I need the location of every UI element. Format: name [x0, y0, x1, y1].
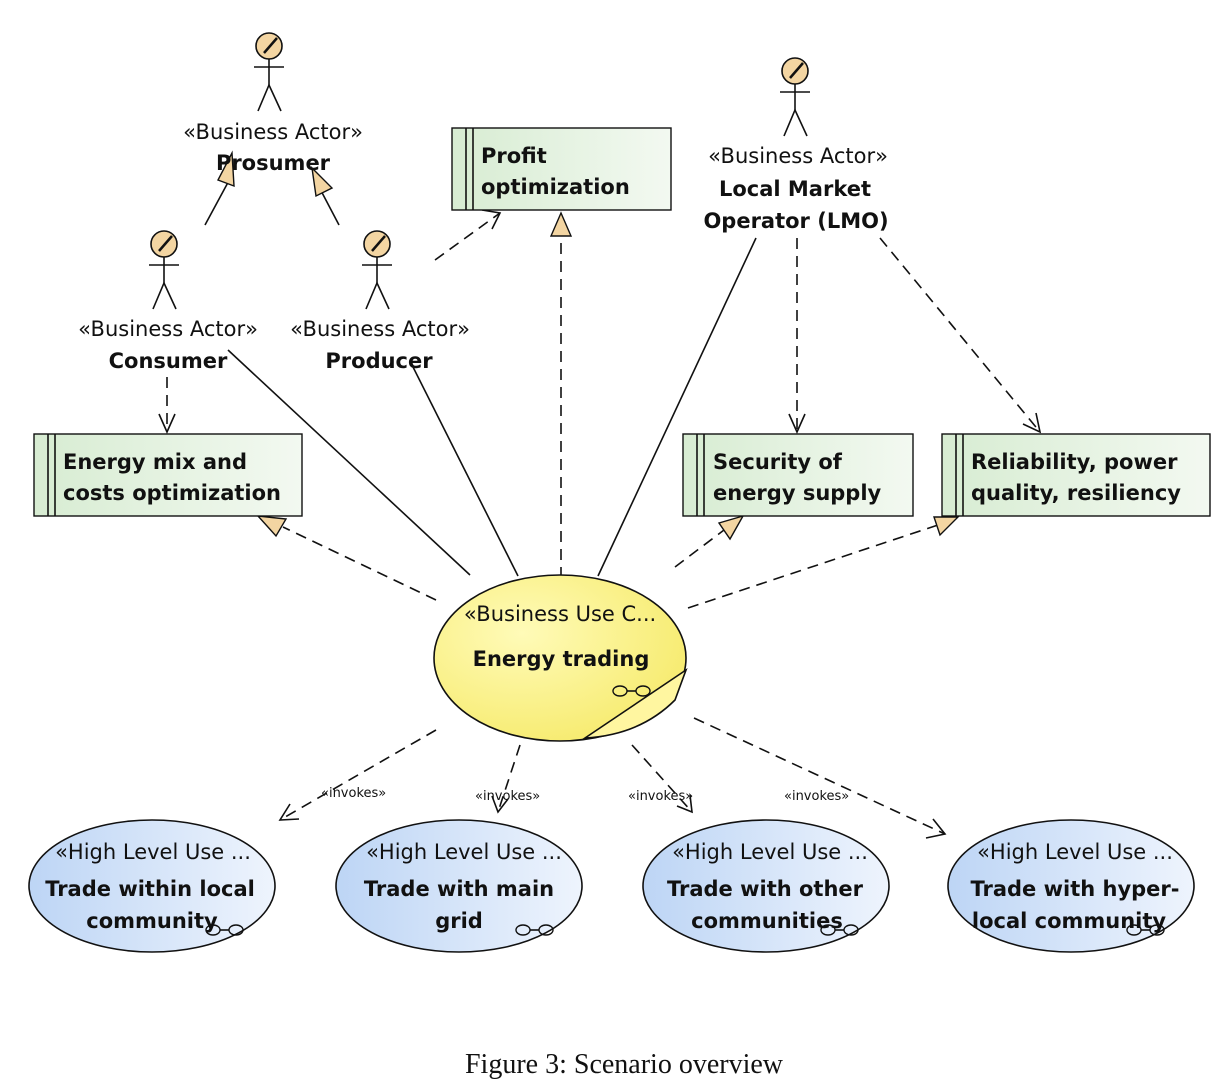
realization-trading-reliability [687, 524, 939, 609]
goal-text-line1: Energy mix and [63, 450, 247, 474]
stick-figure-icon [149, 230, 179, 310]
open-arrowhead-icon [1022, 412, 1042, 434]
dependency-producer-profit [434, 212, 501, 261]
actor-name: Prosumer [216, 151, 331, 175]
use-case-name-line1: Trade with main [364, 877, 554, 901]
use-case-energy-trading[interactable]: «Business Use C... Energy trading [433, 574, 688, 742]
use-case-stereotype: «High Level Use ... [977, 840, 1173, 864]
open-arrowhead-icon [925, 818, 947, 839]
goal-text-line1: Security of [713, 450, 843, 474]
goal-energy-mix[interactable]: Energy mix and costs optimization [33, 433, 303, 517]
invokes-line-2 [497, 744, 521, 813]
use-case-name-line1: Trade within local [45, 877, 255, 901]
realization-arrowhead-icon [717, 514, 745, 541]
actor-lmo[interactable]: «Business Actor» Local Market Operator (… [703, 57, 889, 233]
stick-figure-icon [362, 230, 392, 310]
realization-trading-energymix [282, 526, 437, 601]
open-arrowhead-icon [278, 803, 300, 821]
composite-glasses-icon [205, 924, 244, 936]
composite-glasses-icon [612, 685, 651, 697]
goal-text-line2: optimization [481, 175, 630, 199]
invokes-label-2: «invokes» [475, 789, 540, 804]
invokes-label-1: «invokes» [321, 786, 386, 801]
generalization-arrowhead-icon [217, 150, 235, 188]
use-case-trade-main-grid[interactable]: «High Level Use ... Trade with main grid [335, 819, 583, 953]
invokes-line-3 [631, 744, 693, 813]
actor-name-line2: Operator (LMO) [703, 209, 888, 233]
use-case-name-line2: community [86, 909, 218, 933]
stick-figure-icon [780, 57, 810, 137]
use-case-stereotype: «Business Use C... [464, 602, 656, 626]
goal-text-line2: quality, resiliency [971, 481, 1181, 505]
goal-text-line1: Reliability, power [971, 450, 1178, 474]
actor-stereotype: «Business Actor» [78, 317, 258, 341]
goal-text-line1: Profit [481, 144, 547, 168]
actor-producer[interactable]: «Business Actor» Producer [290, 230, 470, 373]
goal-text-line2: costs optimization [63, 481, 281, 505]
folded-corner-icon [582, 667, 688, 739]
open-arrowhead-icon [788, 413, 806, 434]
goal-profit-optimization[interactable]: Profit optimization [451, 127, 672, 211]
connectors [158, 150, 1042, 839]
use-case-name-line2: grid [435, 909, 483, 933]
invokes-line-1 [279, 729, 437, 821]
actor-consumer[interactable]: «Business Actor» Consumer [78, 230, 258, 373]
actor-prosumer[interactable]: «Business Actor» Prosumer [183, 32, 363, 175]
open-arrowhead-icon [491, 795, 509, 814]
use-case-stereotype: «High Level Use ... [672, 840, 868, 864]
use-case-name-line2: local community [972, 909, 1167, 933]
goal-security-of-supply[interactable]: Security of energy supply [682, 433, 914, 517]
invokes-label-4: «invokes» [784, 789, 849, 804]
association-lmo-trading [597, 237, 757, 577]
use-case-name: Energy trading [473, 647, 650, 671]
use-case-trade-other-communities[interactable]: «High Level Use ... Trade with other com… [642, 819, 890, 953]
actor-stereotype: «Business Actor» [290, 317, 470, 341]
actor-name-line1: Local Market [719, 177, 871, 201]
realization-arrowhead-icon [549, 211, 573, 237]
association-consumer-trading [227, 349, 471, 576]
use-case-name-line1: Trade with hyper- [970, 877, 1179, 901]
use-case-name-line2: communities [691, 909, 843, 933]
use-case-stereotype: «High Level Use ... [366, 840, 562, 864]
open-arrowhead-icon [158, 413, 176, 434]
composite-glasses-icon [1126, 924, 1165, 936]
actor-stereotype: «Business Actor» [708, 144, 888, 168]
use-case-name-line1: Trade with other [667, 877, 864, 901]
invokes-label-3: «invokes» [628, 789, 693, 804]
use-case-stereotype: «High Level Use ... [55, 840, 251, 864]
use-case-trade-local-community[interactable]: «High Level Use ... Trade within local c… [28, 819, 276, 953]
open-arrowhead-icon [676, 794, 693, 814]
goal-reliability[interactable]: Reliability, power quality, resiliency [941, 433, 1211, 517]
realization-arrowhead-icon [933, 516, 960, 537]
actor-stereotype: «Business Actor» [183, 120, 363, 144]
open-arrowhead-icon [481, 209, 502, 230]
actor-name: Producer [325, 349, 433, 373]
association-producer-trading [411, 364, 519, 577]
actor-name: Consumer [109, 349, 228, 373]
stick-figure-icon [254, 32, 284, 112]
invokes-line-4 [693, 717, 946, 835]
composite-glasses-icon [515, 924, 554, 936]
realization-trading-security [674, 529, 725, 568]
goal-text-line2: energy supply [713, 481, 882, 505]
use-case-trade-hyper-local[interactable]: «High Level Use ... Trade with hyper- lo… [947, 819, 1195, 953]
realization-arrowhead-icon [256, 515, 288, 538]
generalization-arrowhead-icon [311, 166, 334, 198]
figure-caption: Figure 3: Scenario overview [465, 1049, 784, 1080]
dependency-lmo-reliability [879, 237, 1041, 433]
composite-glasses-icon [820, 924, 859, 936]
